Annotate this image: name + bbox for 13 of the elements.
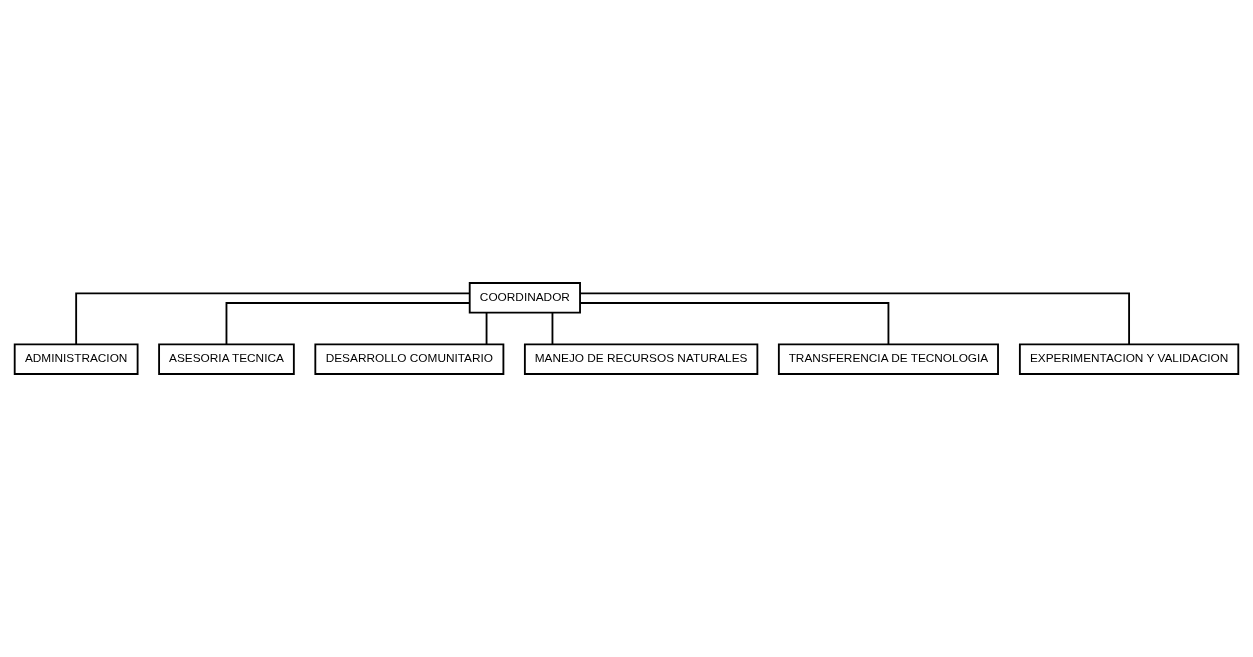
node-box: ASESORIA TECNICA	[158, 343, 295, 375]
connector	[485, 311, 488, 346]
node-box: MANEJO DE RECURSOS NATURALES	[523, 343, 759, 375]
connector	[579, 302, 890, 346]
connector	[225, 302, 471, 346]
connector	[75, 292, 471, 346]
node-box: DESARROLLO COMUNITARIO	[314, 343, 505, 375]
connector	[551, 311, 554, 346]
node-box: COORDINADOR	[468, 282, 581, 314]
node-box: ADMINISTRACION	[13, 343, 139, 375]
node-box: EXPERIMENTACION Y VALIDACION	[1018, 343, 1240, 375]
connector	[579, 292, 1130, 346]
node-box: TRANSFERENCIA DE TECNOLOGIA	[777, 343, 999, 375]
